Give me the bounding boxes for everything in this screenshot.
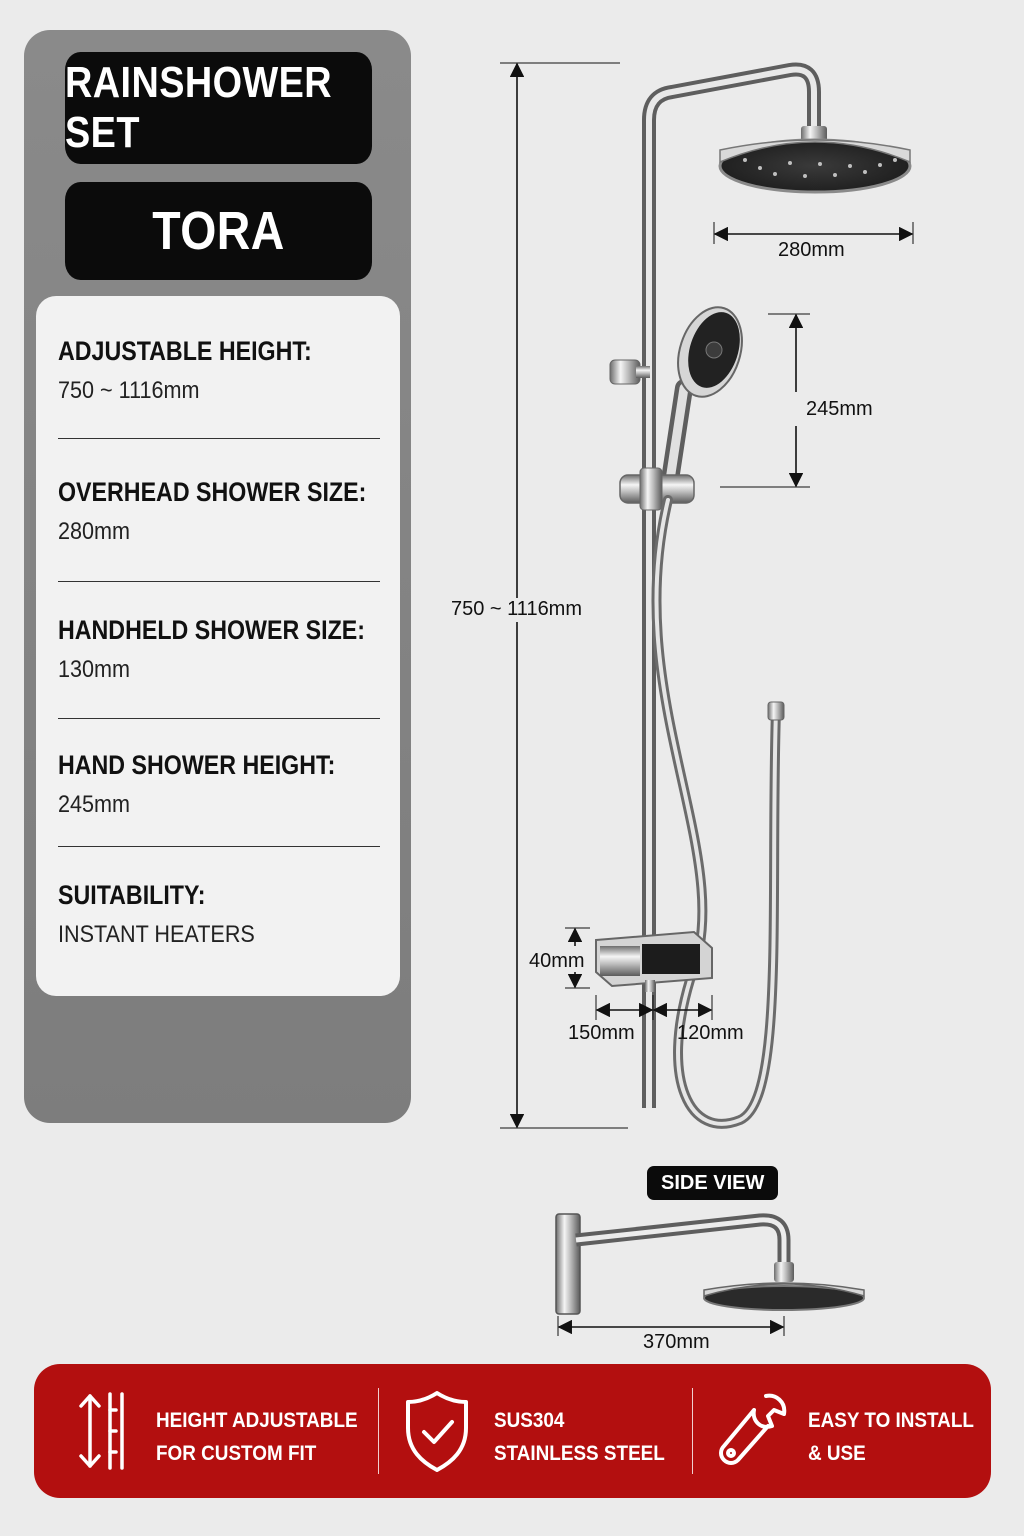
shelf-diverter [595,930,713,992]
overhead-shower-head [718,126,912,194]
feature-height-adjustable: HEIGHT ADJUSTABLE FOR CUSTOM FIT [34,1364,374,1498]
spec-panel: RAINSHOWER SET TORA ADJUSTABLE HEIGHT: 7… [24,30,411,1123]
specs-card: ADJUSTABLE HEIGHT: 750 ~ 1116mm OVERHEAD… [36,296,400,996]
spec-handheld-shower-size: HANDHELD SHOWER SIZE: 130mm [58,615,388,684]
feature-line2: STAINLESS STEEL [494,1442,665,1465]
feature-line1: EASY TO INSTALL [808,1409,974,1432]
dimension-total-height: 750 ~ 1116mm [451,598,583,620]
dimension-lines [500,62,914,1336]
feature-line1: HEIGHT ADJUSTABLE [156,1409,358,1432]
spec-value: 245mm [58,791,131,818]
feature-easy-install: EASY TO INSTALL & USE [694,1364,991,1498]
shield-check-icon [406,1391,468,1472]
feature-bar: HEIGHT ADJUSTABLE FOR CUSTOM FIT SUS304 … [34,1364,991,1498]
dimension-head-width: 280mm [778,239,845,261]
side-view-badge: SIDE VIEW [647,1166,779,1200]
wrench-icon [719,1393,787,1465]
spec-label: ADJUSTABLE HEIGHT: [58,336,312,366]
spec-label: HAND SHOWER HEIGHT: [58,750,336,780]
spec-value: 750 ~ 1116mm [58,377,200,404]
shower-hose [651,495,785,1129]
spec-value: 130mm [58,656,131,683]
spec-adjustable-height: ADJUSTABLE HEIGHT: 750 ~ 1116mm [58,336,388,405]
spec-divider [58,846,380,847]
wall-bracket-top [609,359,650,385]
spec-hand-shower-height: HAND SHOWER HEIGHT: 245mm [58,750,388,819]
spec-divider [58,718,380,719]
shower-riser [642,62,821,1108]
spec-suitability: SUITABILITY: INSTANT HEATERS [58,880,388,949]
spec-label: SUITABILITY: [58,880,206,910]
feature-divider [378,1388,379,1474]
feature-line1: SUS304 [494,1409,565,1432]
spec-divider [58,438,380,439]
spec-value: 280mm [58,518,131,545]
dimension-shelf-height: 40mm [529,950,585,972]
dimension-shelf-left: 150mm [568,1022,635,1044]
spec-overhead-shower-size: OVERHEAD SHOWER SIZE: 280mm [58,477,388,546]
feature-stainless-steel: SUS304 STAINLESS STEEL [380,1364,694,1498]
slider-holder [619,467,695,511]
spec-label: HANDHELD SHOWER SIZE: [58,615,366,645]
spec-divider [58,581,380,582]
feature-divider [692,1388,693,1474]
product-name-title: TORA [64,182,373,280]
spec-value: INSTANT HEATERS [58,921,255,948]
dimension-hand-shower-height: 245mm [806,398,873,420]
feature-line2: & USE [808,1442,866,1465]
dimension-shelf-right: 120mm [677,1022,744,1044]
hand-shower [661,306,743,489]
spec-label: OVERHEAD SHOWER SIZE: [58,477,367,507]
feature-line2: FOR CUSTOM FIT [156,1442,317,1465]
dimension-arm-length: 370mm [643,1331,710,1353]
product-type-title: RAINSHOWER SET [64,52,373,164]
height-adjust-icon [79,1392,124,1470]
side-view-illustration [555,1213,865,1315]
